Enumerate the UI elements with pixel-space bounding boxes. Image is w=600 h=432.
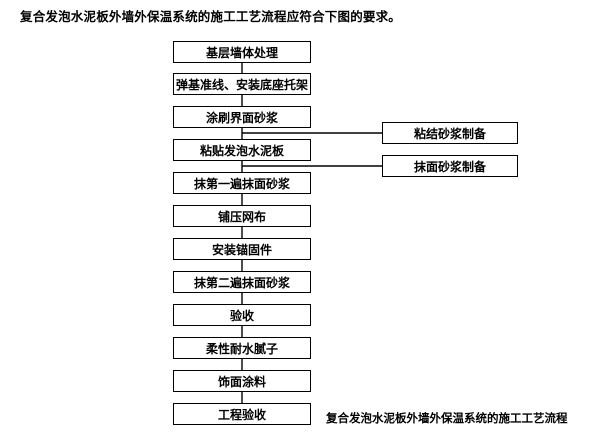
step-base-wall-treatment: 基层墙体处理 bbox=[173, 41, 311, 63]
step-press-mesh: 铺压网布 bbox=[173, 205, 311, 227]
step-second-plaster-coat: 抹第二遍抹面砂浆 bbox=[173, 271, 311, 293]
step-final-acceptance: 工程验收 bbox=[173, 403, 311, 425]
step-finish-coating: 饰面涂料 bbox=[173, 370, 311, 392]
step-paste-foam-board: 粘贴发泡水泥板 bbox=[173, 139, 311, 161]
side-input-lines bbox=[242, 132, 382, 167]
step-install-anchors: 安装锚固件 bbox=[173, 238, 311, 260]
side-plaster-mortar-prep: 抹面砂浆制备 bbox=[382, 155, 518, 177]
intro-text: 复合发泡水泥板外墙外保温系统的施工工艺流程应符合下图的要求。 bbox=[20, 9, 402, 24]
side-bonding-mortar-prep: 粘结砂浆制备 bbox=[382, 122, 518, 144]
step-interface-mortar: 涂刷界面砂浆 bbox=[173, 106, 311, 128]
step-flexible-putty: 柔性耐水腻子 bbox=[173, 337, 311, 359]
step-reference-line-bracket: 弹基准线、安装底座托架 bbox=[173, 73, 311, 95]
step-first-plaster-coat: 抹第一遍抹面砂浆 bbox=[173, 172, 311, 194]
step-inspection: 验收 bbox=[173, 304, 311, 326]
figure-caption: 复合发泡水泥板外墙外保温系统的施工工艺流程 bbox=[326, 411, 568, 425]
